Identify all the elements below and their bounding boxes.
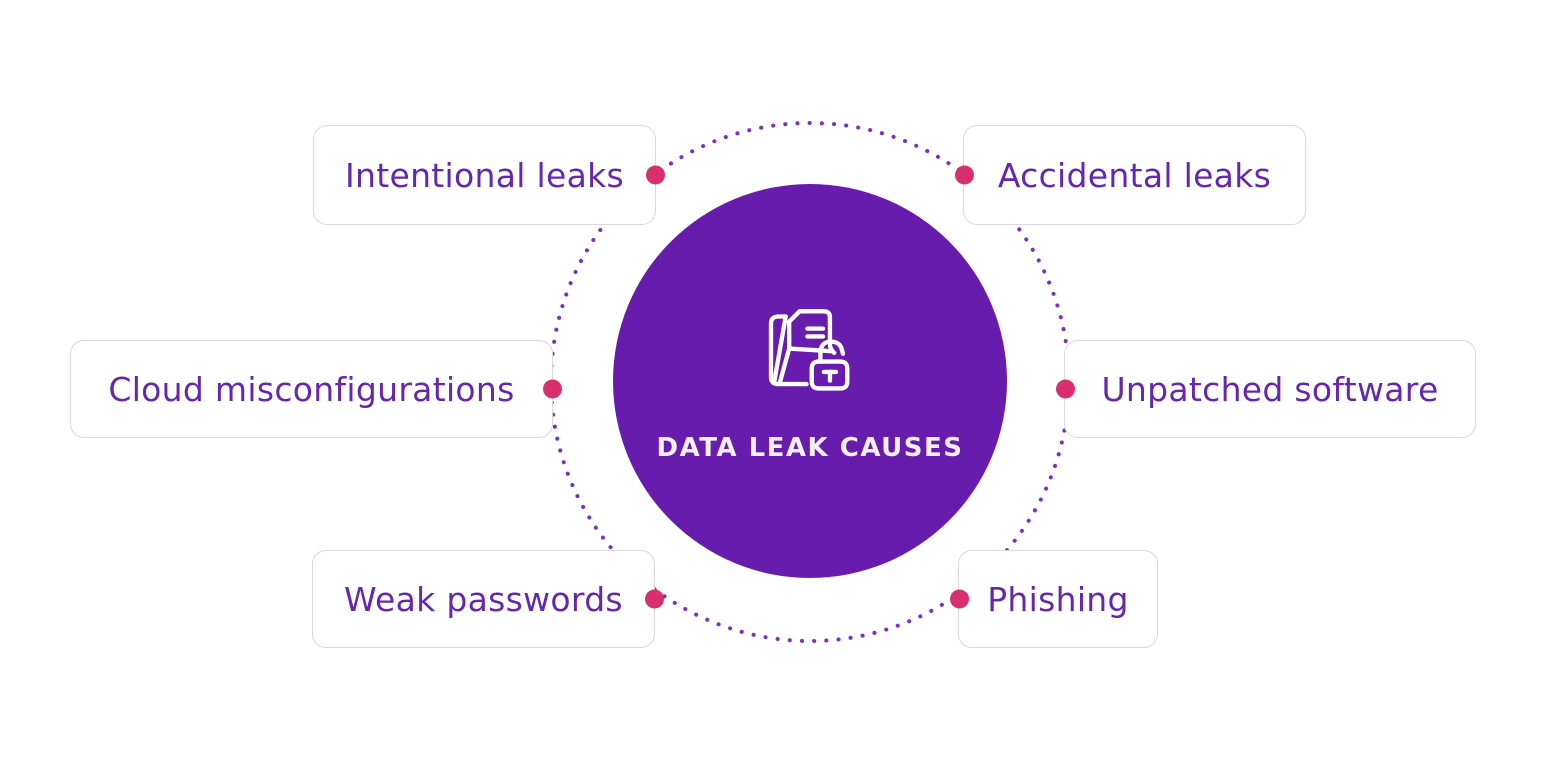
cause-box-cloud-misconfigurations: Cloud misconfigurations [70,340,562,438]
connector-dot [542,379,562,399]
cause-label: Accidental leaks [997,155,1272,195]
folder-document-unlock-icon [768,309,850,391]
connector-dot [644,589,664,609]
cause-label: Phishing [987,579,1129,619]
cause-label: Intentional leaks [345,155,624,195]
cause-box-intentional-leaks: Intentional leaks [313,125,665,225]
connector-dot [1055,379,1075,399]
cause-box-accidental-leaks: Accidental leaks [954,125,1306,225]
connector-dot [949,589,969,609]
cause-label: Cloud misconfigurations [108,369,515,409]
connector-dot [645,165,665,185]
cause-label: Weak passwords [344,579,623,619]
center-circle: DATA LEAK CAUSES [613,184,1007,578]
connector-dot [954,165,974,185]
cause-box-unpatched-software: Unpatched software [1055,340,1476,438]
diagram-title: DATA LEAK CAUSES [656,433,964,463]
cause-box-weak-passwords: Weak passwords [312,550,664,648]
cause-label: Unpatched software [1101,369,1439,409]
cause-box-phishing: Phishing [949,550,1158,648]
